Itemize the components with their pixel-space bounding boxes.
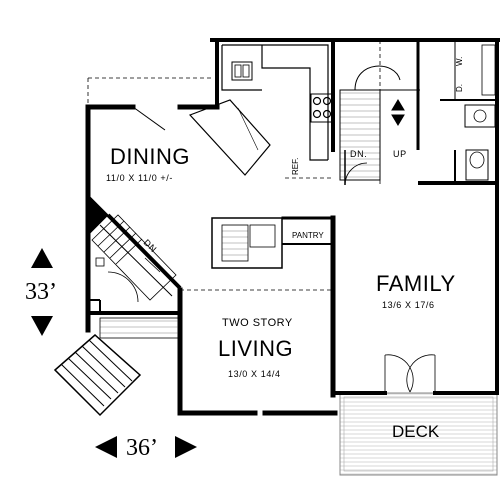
width-dimension: 36’ — [126, 435, 158, 461]
entry-stair — [91, 214, 177, 301]
family-size: 13/6 X 17/6 — [382, 300, 435, 310]
front-stair — [53, 317, 179, 417]
entry-walls — [87, 193, 182, 315]
stair-down-label: DN. — [350, 149, 368, 159]
living-name: LIVING — [218, 336, 294, 361]
refrigerator-label: REF. — [291, 157, 300, 175]
kitchen-counters — [188, 44, 334, 176]
pantry-fireplace — [211, 217, 283, 269]
family-doors — [132, 106, 436, 393]
closet-door — [95, 257, 139, 303]
exterior-walls — [85, 38, 500, 416]
dining-size: 11/0 X 11/0 +/- — [106, 173, 173, 183]
main-stair — [339, 40, 420, 186]
family-name: FAMILY — [376, 271, 456, 296]
stair-up-label: UP — [393, 149, 407, 159]
pantry-label: PANTRY — [292, 231, 324, 240]
living-note: TWO STORY — [222, 317, 293, 329]
dimension-arrows — [31, 248, 197, 458]
bath-laundry — [440, 40, 497, 183]
dining-name: DINING — [110, 144, 190, 169]
deck-area — [339, 392, 498, 476]
washer-label: W. — [455, 56, 464, 66]
deck-name: DECK — [392, 422, 440, 441]
dryer-label: D. — [455, 84, 464, 92]
living-size: 13/0 X 14/4 — [228, 369, 281, 379]
depth-dimension: 33’ — [25, 279, 57, 305]
